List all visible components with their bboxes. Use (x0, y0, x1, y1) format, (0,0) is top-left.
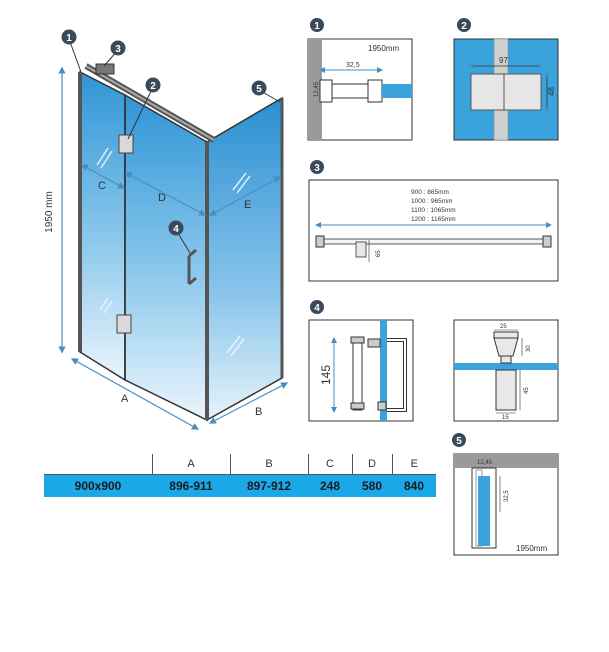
callout-3-icon: 3 (110, 40, 126, 56)
svg-text:48: 48 (547, 87, 556, 96)
table-header-cell (44, 454, 153, 475)
svg-text:1000 : 965mm: 1000 : 965mm (411, 198, 453, 205)
svg-text:97: 97 (499, 56, 508, 65)
svg-text:3: 3 (115, 44, 121, 55)
svg-text:12,45: 12,45 (477, 460, 493, 466)
svg-text:2: 2 (150, 81, 156, 92)
svg-text:5: 5 (456, 436, 462, 447)
upper-hinge (118, 134, 134, 154)
svg-text:30: 30 (526, 345, 532, 352)
dimension-e-label: E (244, 199, 251, 211)
table-cell: 248 (308, 474, 352, 497)
dimension-b-label: B (255, 406, 262, 418)
svg-text:3: 3 (314, 163, 320, 174)
svg-text:12,45: 12,45 (314, 81, 320, 97)
detail-2-badge: 2 (457, 18, 471, 32)
door-handle (187, 248, 197, 286)
svg-text:32,5: 32,5 (346, 62, 360, 69)
height-label: 1950 mm (44, 191, 55, 233)
table-cell: 897-912 (230, 474, 308, 497)
svg-text:1950mm: 1950mm (516, 544, 547, 553)
svg-text:15: 15 (502, 415, 509, 421)
detail-4-section: 25 30 45 15 (453, 319, 559, 422)
svg-text:65: 65 (376, 250, 382, 257)
svg-text:900 : 865mm: 900 : 865mm (411, 189, 449, 196)
fixed-glass-panel (79, 70, 126, 382)
lower-hinge (116, 314, 132, 334)
svg-text:4: 4 (173, 224, 179, 235)
callout-4-icon: 4 (168, 220, 184, 236)
svg-text:145: 145 (319, 365, 333, 385)
svg-text:2: 2 (461, 21, 467, 32)
svg-text:1: 1 (314, 21, 320, 32)
callout-5-icon: 5 (251, 80, 267, 96)
table-cell: 840 (392, 474, 436, 497)
shower-enclosure (78, 63, 284, 422)
svg-text:1950mm: 1950mm (368, 44, 399, 53)
dimension-c-label: C (98, 180, 106, 192)
table-row: 900x900 896-911 897-912 248 580 840 (44, 474, 436, 497)
table-header-cell: A (152, 454, 231, 475)
svg-text:1200 : 1165mm: 1200 : 1165mm (411, 216, 456, 223)
detail-4-badge: 4 (310, 300, 324, 314)
svg-text:32,5: 32,5 (504, 490, 510, 502)
detail-1-badge: 1 (310, 18, 324, 32)
svg-text:25: 25 (500, 324, 507, 330)
table-cell: 896-911 (152, 474, 230, 497)
detail-5-badge: 5 (452, 433, 466, 447)
svg-text:4: 4 (314, 303, 320, 314)
dimension-table: A B C D E 900x900 896-911 897-912 248 58… (44, 454, 436, 497)
detail-2: 2 97 48 (453, 18, 559, 141)
table-header-row: A B C D E (44, 454, 436, 475)
table-cell: 900x900 (44, 474, 152, 497)
dimension-d-label: D (158, 192, 166, 204)
detail-4: 4 145 (308, 300, 414, 422)
svg-text:1: 1 (66, 33, 72, 44)
callout-2-icon: 2 (145, 77, 161, 93)
door-glass-panel (124, 93, 208, 422)
table-cell: 580 (352, 474, 392, 497)
table-header-cell: E (392, 454, 436, 475)
side-glass-panel (206, 96, 283, 422)
svg-text:45: 45 (524, 387, 530, 394)
dimension-a-label: A (121, 393, 129, 405)
svg-text:5: 5 (256, 84, 262, 95)
table-header-cell: D (352, 454, 393, 475)
detail-1: 1 1950mm 32,5 12,45 (307, 18, 413, 141)
svg-text:1100 : 1065mm: 1100 : 1065mm (411, 207, 456, 214)
detail-5: 5 12,45 32,5 1950mm (452, 433, 559, 556)
detail-3-badge: 3 (310, 160, 324, 174)
callout-1-icon: 1 (61, 29, 77, 45)
table-header-cell: B (230, 454, 309, 475)
detail-3: 3 900 : 865mm 1000 : 965mm 1100 : 1065mm… (308, 160, 559, 282)
table-header-cell: C (308, 454, 353, 475)
dimension-lines (58, 66, 289, 430)
